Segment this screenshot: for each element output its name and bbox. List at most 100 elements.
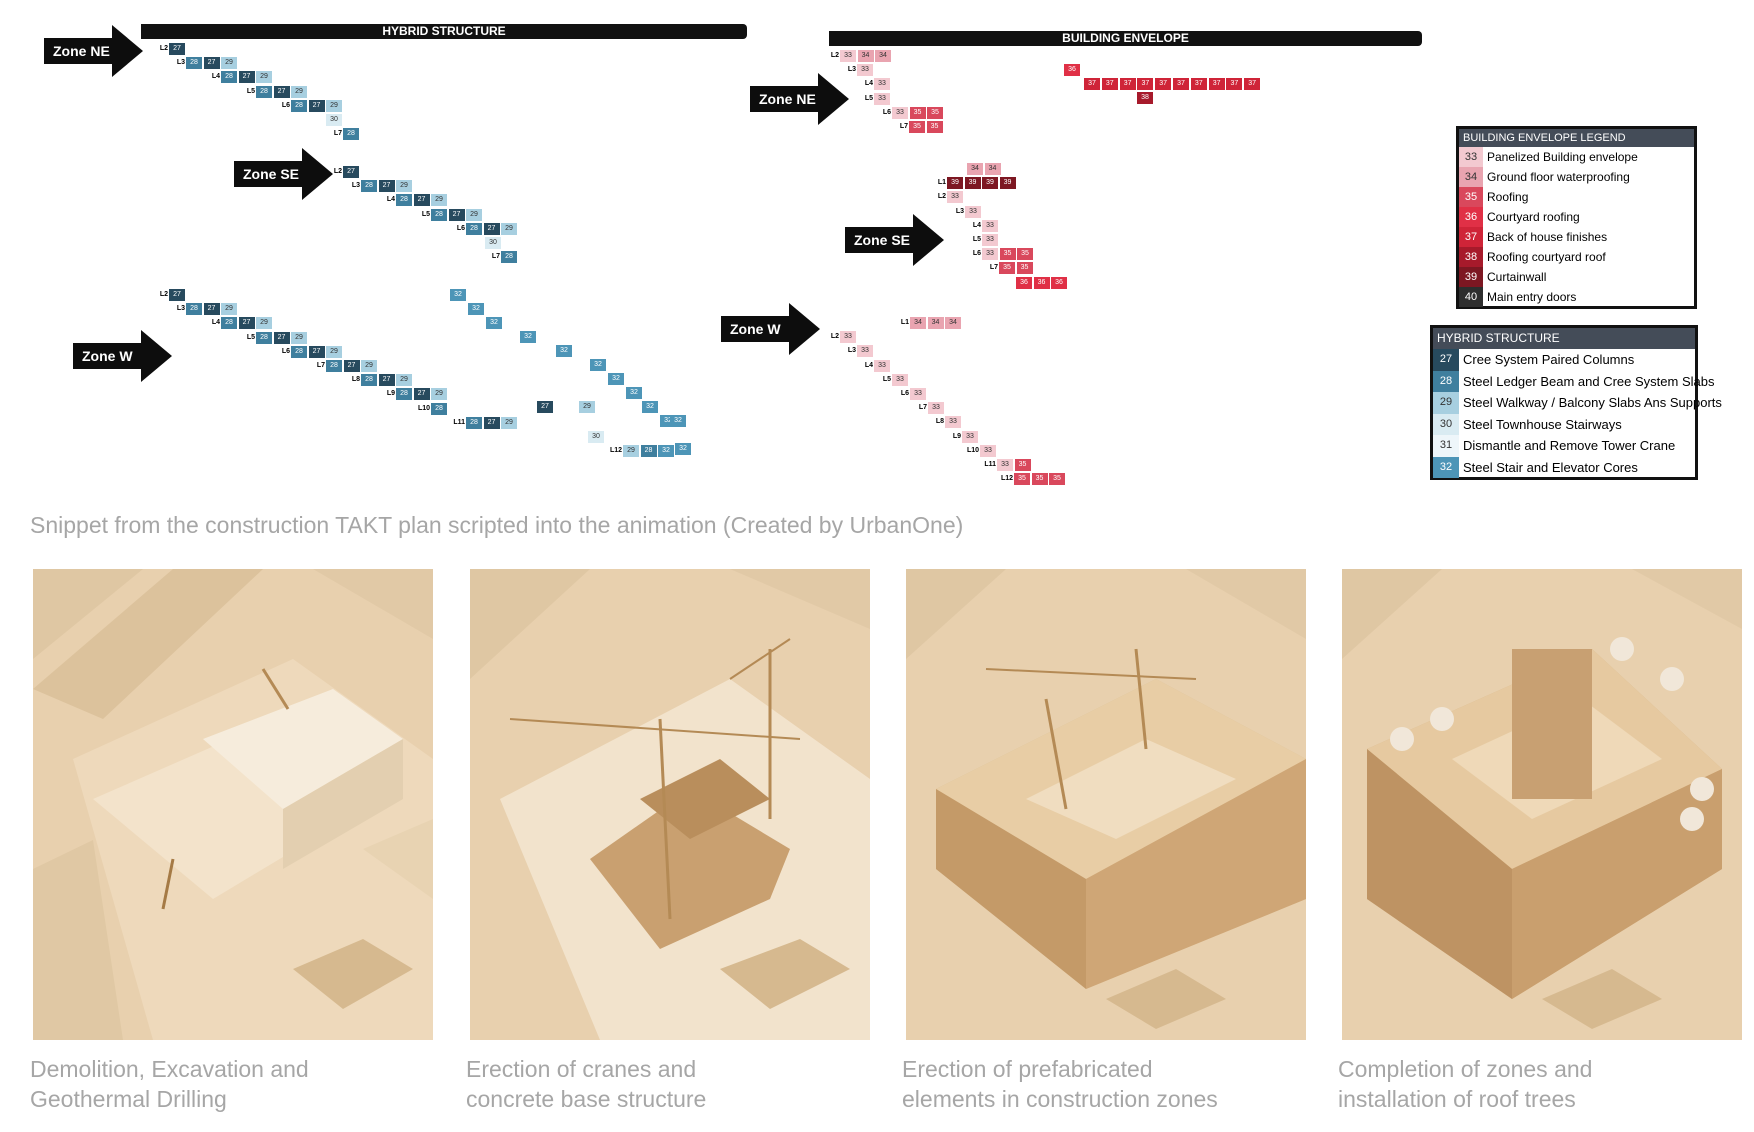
legend-swatch: 27 — [1433, 349, 1459, 371]
schedule-cell-33: 33 — [874, 92, 890, 105]
legend-swatch: 32 — [1433, 456, 1459, 478]
legend-label: Dismantle and Remove Tower Crane — [1463, 438, 1676, 453]
level-label: L3 — [351, 182, 360, 190]
zone-arrow-zone-ne: Zone NE — [750, 73, 849, 125]
schedule-cell-33: 33 — [892, 106, 908, 119]
schedule-cell-35: 35 — [1031, 473, 1048, 486]
level-label: L8 — [351, 376, 360, 384]
schedule-cell-28: 28 — [431, 208, 447, 221]
schedule-cell-33: 33 — [982, 248, 998, 261]
level-label: L3 — [176, 305, 185, 313]
level-label: L3 — [847, 347, 856, 355]
level-label: L4 — [211, 319, 220, 327]
schedule-cell-27: 27 — [273, 85, 290, 98]
legend-item-35: 35 Roofing — [1459, 187, 1694, 207]
level-label: L2 — [830, 333, 839, 341]
schedule-cell-28: 28 — [466, 416, 482, 429]
level-label: L5 — [972, 236, 981, 243]
schedule-cell-32: 32 — [468, 303, 484, 315]
schedule-cell-30: 30 — [485, 237, 501, 249]
schedule-cell-29: 29 — [291, 85, 307, 98]
level-label: L7 — [316, 362, 325, 369]
legend-label: Ground floor waterproofing — [1487, 170, 1630, 184]
schedule-cell-33: 33 — [982, 219, 998, 232]
legend-label: Courtyard roofing — [1487, 210, 1580, 224]
schedule-cell-32: 32 — [486, 317, 502, 329]
caption-line: installation of roof trees — [1338, 1086, 1576, 1112]
schedule-cell-39: 39 — [964, 177, 981, 190]
level-label: L4 — [864, 80, 873, 88]
schedule-cell-37: 37 — [1190, 78, 1207, 90]
schedule-cell-29: 29 — [361, 360, 377, 372]
schedule-cell-32: 32 — [520, 331, 536, 343]
schedule-cell-27: 27 — [203, 57, 220, 70]
level-label: L3 — [847, 66, 856, 74]
snippet-caption: Snippet from the construction TAKT plan … — [30, 512, 964, 538]
schedule-cell-33: 33 — [857, 345, 873, 358]
schedule-cell-35: 35 — [999, 262, 1015, 275]
schedule-cell-28: 28 — [256, 331, 272, 344]
level-label: L11 — [984, 461, 996, 468]
zone-arrow-zone-w: Zone W — [73, 330, 172, 382]
legend-label: Steel Townhouse Stairways — [1463, 416, 1622, 432]
level-label: L11 — [453, 418, 465, 426]
schedule-cell-35: 35 — [1017, 248, 1033, 261]
schedule-cell-27: 27 — [483, 416, 500, 429]
level-label: L2 — [830, 52, 839, 59]
schedule-cell-29: 29 — [501, 222, 517, 235]
caption-line: Erection of cranes and — [466, 1056, 697, 1082]
schedule-cell-27: 27 — [238, 71, 255, 84]
legend-label: Roofing — [1487, 190, 1529, 204]
schedule-cell-34: 34 — [927, 317, 944, 329]
stage-caption-4: Completion of zones and installation of … — [1338, 1054, 1748, 1114]
schedule-cell-30: 30 — [326, 114, 342, 126]
schedule-cell-35: 35 — [909, 121, 925, 133]
zone-label: Zone NE — [759, 91, 816, 107]
schedule-cell-28: 28 — [396, 194, 412, 207]
legend-swatch: 39 — [1459, 267, 1483, 287]
level-label: L12 — [1000, 475, 1013, 483]
schedule-cell-37: 37 — [1101, 78, 1118, 90]
stage-photo-prefabricated — [906, 569, 1306, 1040]
schedule-cell-32: 32 — [675, 443, 691, 455]
schedule-cell-27: 27 — [273, 331, 290, 344]
schedule-cell-33: 33 — [892, 373, 908, 386]
schedule-cell-37: 37 — [1119, 78, 1136, 90]
level-label: L6 — [972, 250, 981, 258]
legend-swatch: 35 — [1459, 187, 1483, 207]
schedule-cell-29: 29 — [221, 57, 237, 70]
schedule-cell-28: 28 — [221, 71, 237, 84]
schedule-cell-34: 34 — [857, 50, 874, 62]
level-label: L1 — [900, 319, 909, 326]
schedule-cell-28: 28 — [361, 374, 377, 387]
caption-line: elements in construction zones — [902, 1086, 1218, 1112]
level-label: L3 — [955, 207, 964, 215]
level-label: L1 — [937, 179, 946, 187]
level-label: L10 — [417, 404, 430, 412]
schedule-cell-37: 37 — [1084, 78, 1100, 90]
level-label: L2 — [159, 45, 168, 52]
schedule-cell-35: 35 — [926, 121, 943, 133]
schedule-cell-29: 29 — [466, 208, 482, 221]
schedule-cell-36: 36 — [1016, 276, 1032, 289]
schedule-cell-29: 29 — [431, 388, 447, 401]
schedule-cell-27: 27 — [169, 43, 185, 55]
zone-arrow-zone-ne: Zone NE — [44, 25, 143, 77]
schedule-cell-32: 32 — [556, 345, 572, 357]
schedule-cell-27: 27 — [483, 222, 500, 235]
schedule-cell-37: 37 — [1137, 78, 1154, 90]
schedule-cell-27: 27 — [378, 374, 395, 387]
level-label: L7 — [918, 404, 927, 412]
schedule-cell-33: 33 — [874, 359, 890, 372]
schedule-cell-27: 27 — [378, 180, 395, 193]
schedule-cell-30: 30 — [588, 431, 604, 443]
schedule-cell-32: 32 — [590, 359, 606, 371]
schedule-cell-32: 32 — [450, 289, 466, 301]
legend-label: Curtainwall — [1487, 270, 1547, 284]
schedule-cell-35: 35 — [1014, 473, 1030, 486]
